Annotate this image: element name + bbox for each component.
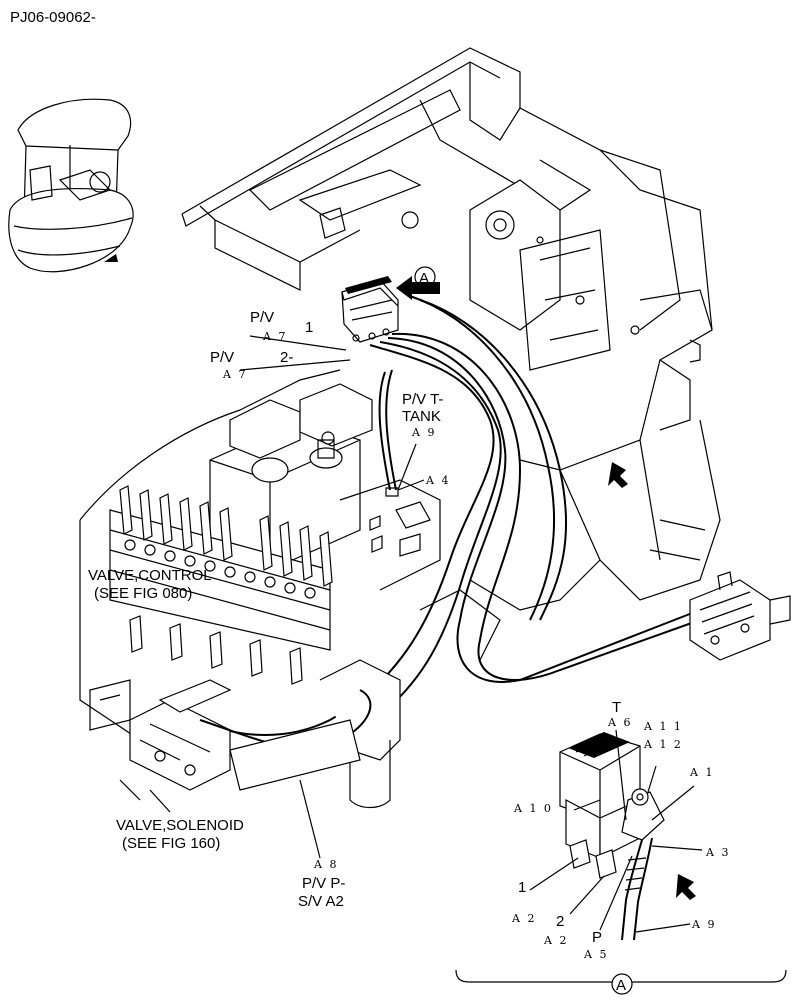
- label-pvp-1: P/V P-: [302, 875, 345, 892]
- code-pv-1: A 7: [262, 330, 287, 343]
- diagram-ref: PJ06-09062-: [10, 9, 96, 26]
- label-pvp-2: S/V A2: [298, 893, 344, 910]
- num-pv-1: 1: [305, 319, 313, 336]
- label-valve-control: VALVE,CONTROL: [88, 567, 212, 584]
- label-pv-1: P/V: [250, 309, 274, 326]
- code-a6: A 6: [607, 716, 632, 729]
- code-port-1: A 2: [511, 912, 536, 925]
- flow-arrow-mid: [608, 462, 628, 488]
- label-valve-solenoid: VALVE,SOLENOID: [116, 817, 244, 834]
- right-valve-block: [689, 571, 791, 661]
- code-a12: A 1 2: [643, 738, 683, 751]
- label-valve-solenoid-ref: (SEE FIG 160): [122, 835, 220, 852]
- callout-a-label: A: [419, 270, 429, 287]
- code-port-2: A 2: [543, 934, 568, 947]
- label-port-2: 2: [556, 913, 564, 930]
- leader-lines: [239, 335, 703, 933]
- pilot-valve-mounted: [341, 276, 399, 343]
- detail-a-label: A: [616, 977, 626, 994]
- detail-a-bracket: A: [455, 969, 787, 995]
- code-a9-top: A 9: [411, 426, 436, 439]
- code-a11: A 1 1: [643, 720, 683, 733]
- label-port-1: 1: [518, 879, 526, 896]
- code-a3: A 3: [705, 846, 730, 859]
- machine-thumbnail: [8, 98, 134, 273]
- num-pv-2: 2-: [280, 349, 293, 366]
- label-valve-control-ref: (SEE FIG 080): [94, 585, 192, 602]
- code-a8: A 8: [313, 858, 338, 871]
- code-a4: A 4: [425, 474, 450, 487]
- control-valve-assembly: [79, 369, 501, 809]
- code-a1: A 1: [689, 766, 714, 779]
- label-pvt-tank-2: TANK: [402, 408, 441, 425]
- label-t: T: [612, 699, 621, 716]
- code-port-p: A 5: [583, 948, 608, 961]
- callout-a-arrow: A: [396, 266, 440, 300]
- code-a9-bottom: A 9: [691, 918, 716, 931]
- label-port-p: P: [592, 929, 602, 946]
- pilot-hoses: [199, 295, 701, 736]
- label-pv-2: P/V: [210, 349, 234, 366]
- code-a10: A 1 0: [513, 802, 553, 815]
- machine-frame: [181, 47, 721, 611]
- solenoid-valve-assembly: [89, 679, 372, 813]
- code-pv-2: A 7: [222, 368, 247, 381]
- label-pvt-tank-1: P/V T-: [402, 391, 443, 408]
- detail-a-valve: [559, 732, 696, 941]
